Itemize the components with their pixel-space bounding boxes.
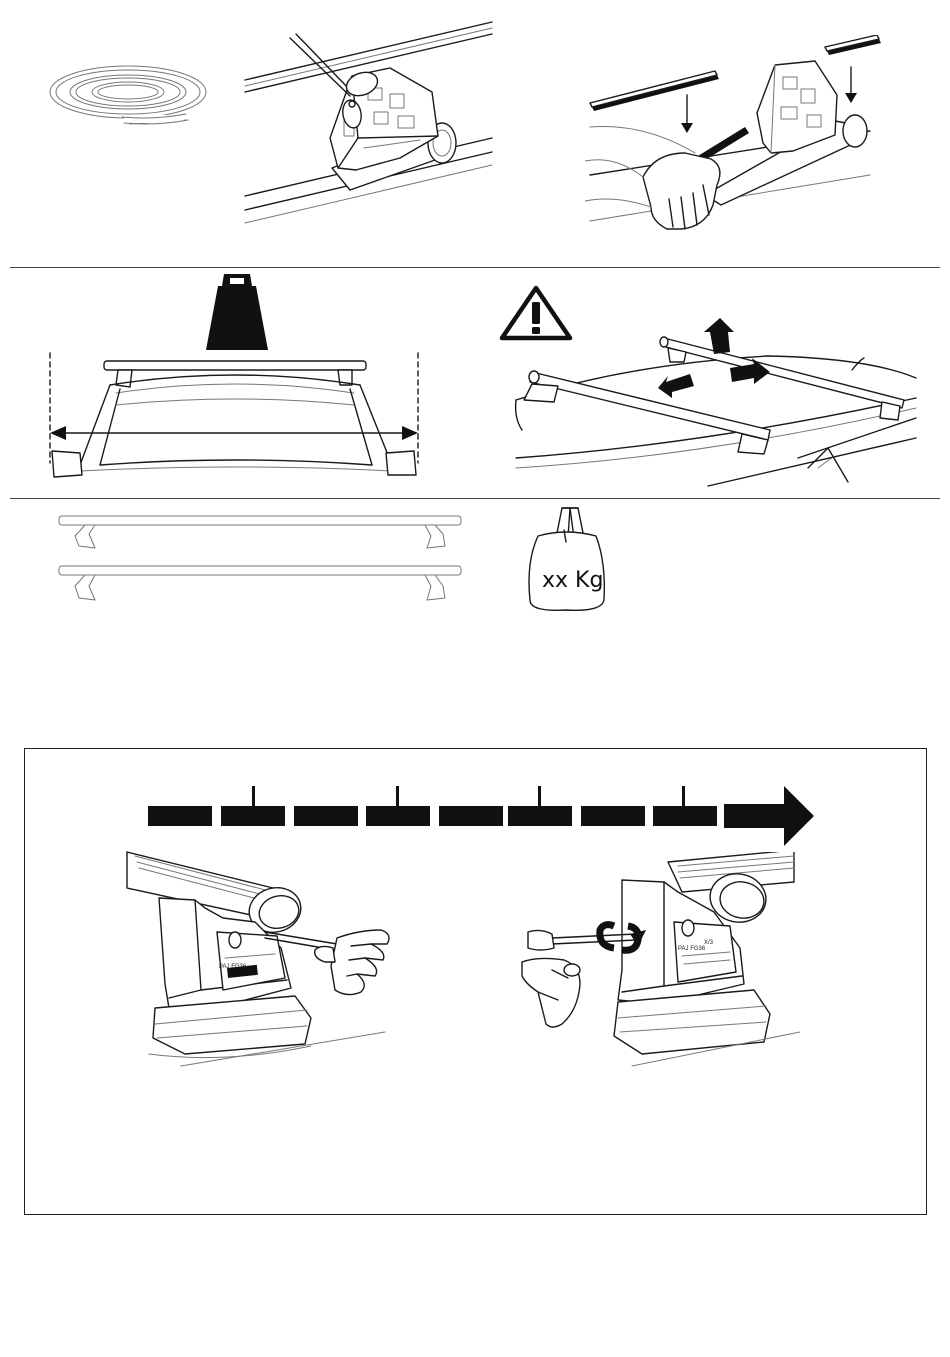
- cutting-strip-illustration: [240, 18, 500, 228]
- foot-code-right: X/3: [704, 940, 714, 946]
- insert-strip-illustration: [585, 35, 890, 235]
- foot-cap-close-illustration: PAJ FG36 X/3: [518, 852, 800, 1074]
- coiled-rubber-strip-icon: [44, 60, 214, 130]
- load-bag-icon: xx Kg: [522, 502, 612, 616]
- foot-cap-open-illustration: PAJ FG36: [125, 848, 400, 1073]
- weight-icon: [204, 274, 270, 352]
- car-roof-bars-illustration: [508, 318, 923, 488]
- section-divider: [10, 267, 940, 268]
- foot-label-right: PAJ FG36: [678, 946, 706, 952]
- section-divider: [10, 498, 940, 499]
- bag-weight-label: xx Kg: [542, 568, 603, 593]
- car-front-width-illustration: [40, 345, 435, 490]
- bar-kit-illustration: [55, 510, 465, 610]
- progress-arrow-icon: [148, 784, 816, 850]
